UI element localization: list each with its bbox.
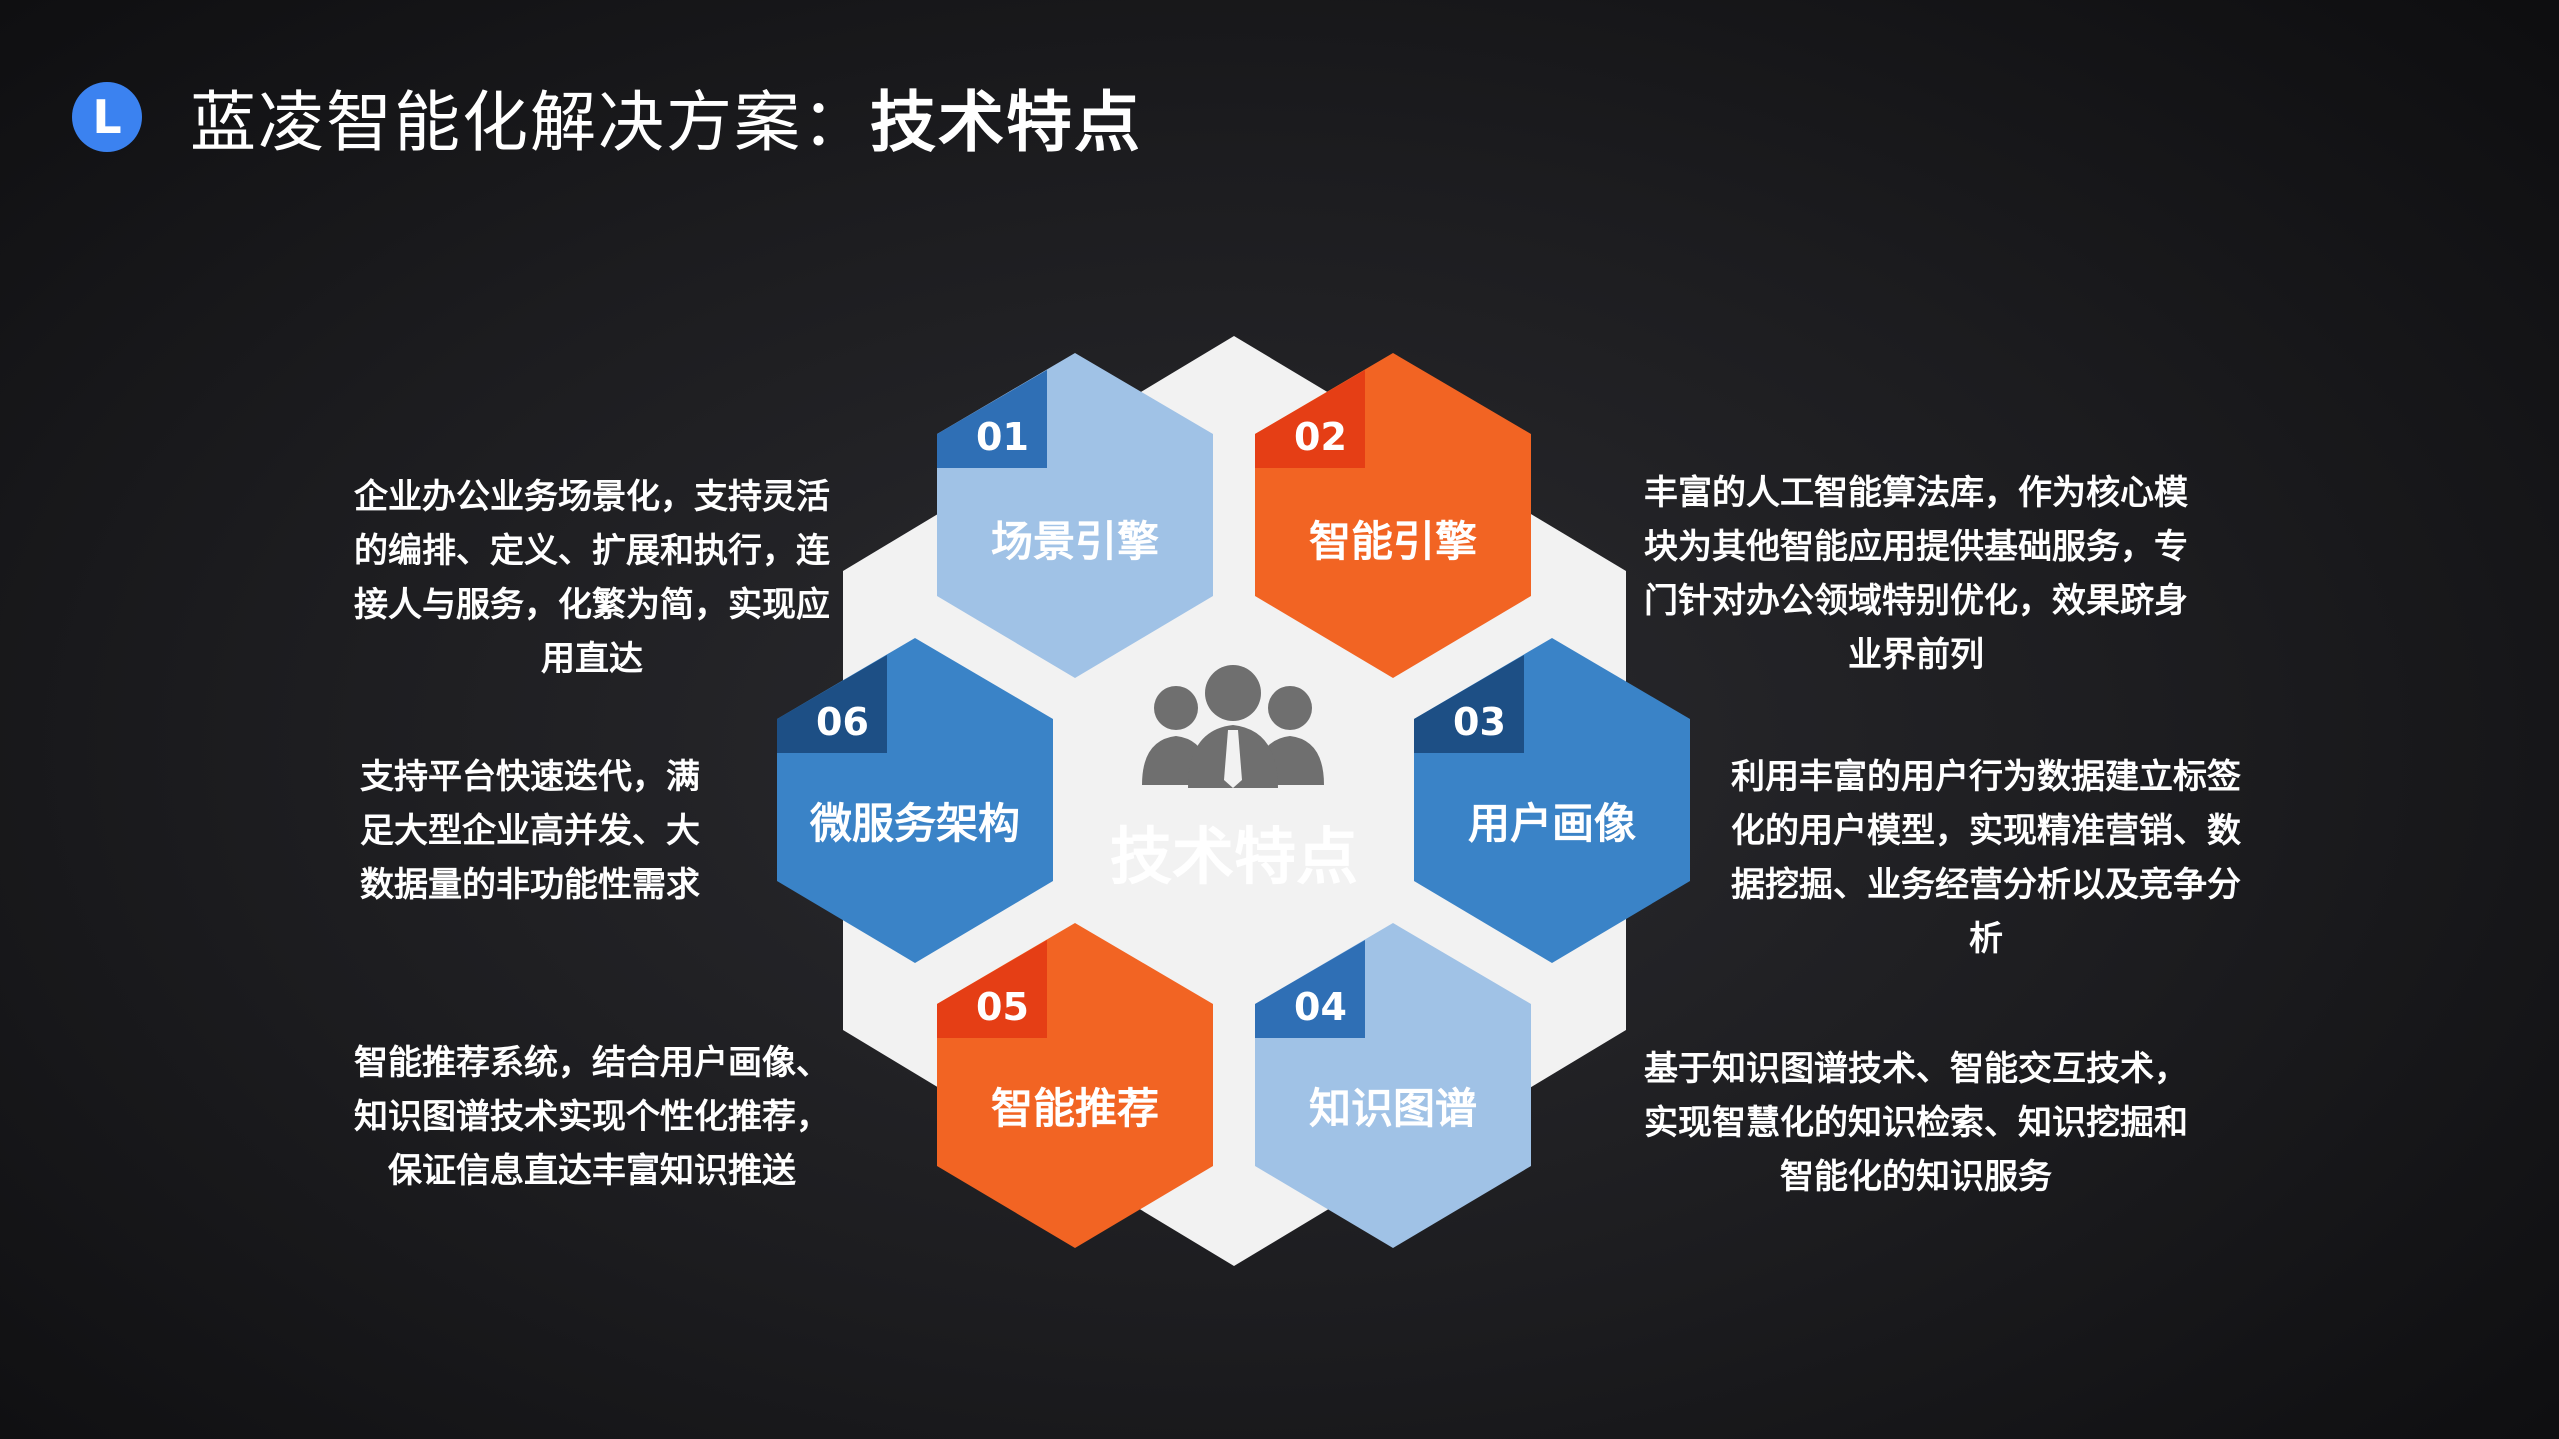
feature-hex-05[interactable]: 05 智能推荐	[937, 923, 1213, 1248]
feature-desc-01: 企业办公业务场景化，支持灵活的编排、定义、扩展和执行，连接人与服务，化繁为简，实…	[354, 477, 830, 679]
feature-hex-04[interactable]: 04 知识图谱	[1255, 923, 1531, 1248]
center-label: 技术特点	[1110, 820, 1358, 893]
feature-title-03: 用户画像	[1468, 799, 1636, 848]
feature-hex-03[interactable]: 03 用户画像	[1414, 638, 1690, 963]
feature-num-03: 03	[1453, 700, 1506, 744]
feature-num-05: 05	[976, 985, 1029, 1029]
title-prefix: 蓝凌智能化解决方案：	[190, 84, 870, 161]
feature-desc-02: 丰富的人工智能算法库，作为核心模块为其他智能应用提供基础服务，专门针对办公领域特…	[1644, 473, 2188, 675]
feature-hex-01[interactable]: 01 场景引擎	[937, 353, 1213, 678]
feature-hex-06[interactable]: 06 微服务架构	[777, 638, 1053, 963]
feature-title-06: 微服务架构	[809, 799, 1020, 848]
feature-title-05: 智能推荐	[991, 1084, 1159, 1133]
feature-title-01: 场景引擎	[991, 517, 1159, 566]
feature-num-02: 02	[1294, 415, 1347, 459]
feature-desc-04: 基于知识图谱技术、智能交互技术，实现智慧化的知识检索、知识挖掘和智能化的知识服务	[1644, 1049, 2188, 1197]
logo-icon: L	[72, 82, 142, 152]
feature-num-04: 04	[1294, 985, 1347, 1029]
header: L 蓝凌智能化解决方案：技术特点	[72, 72, 1142, 162]
feature-desc-05: 智能推荐系统，结合用户画像、知识图谱技术实现个性化推荐，保证信息直达丰富知识推送	[354, 1043, 830, 1191]
feature-hex-02[interactable]: 02 智能引擎	[1255, 353, 1531, 678]
people-group-icon	[1142, 665, 1324, 788]
feature-title-02: 智能引擎	[1309, 517, 1477, 566]
feature-desc-03: 利用丰富的用户行为数据建立标签化的用户模型，实现精准营销、数据挖掘、业务经营分析…	[1731, 757, 2241, 959]
page-title: 蓝凌智能化解决方案：技术特点	[190, 69, 1142, 165]
feature-desc-06: 支持平台快速迭代，满足大型企业高并发、大数据量的非功能性需求	[360, 757, 700, 905]
feature-title-04: 知识图谱	[1309, 1084, 1477, 1133]
title-bold: 技术特点	[870, 84, 1142, 161]
feature-num-06: 06	[816, 700, 869, 744]
feature-num-01: 01	[976, 415, 1029, 459]
